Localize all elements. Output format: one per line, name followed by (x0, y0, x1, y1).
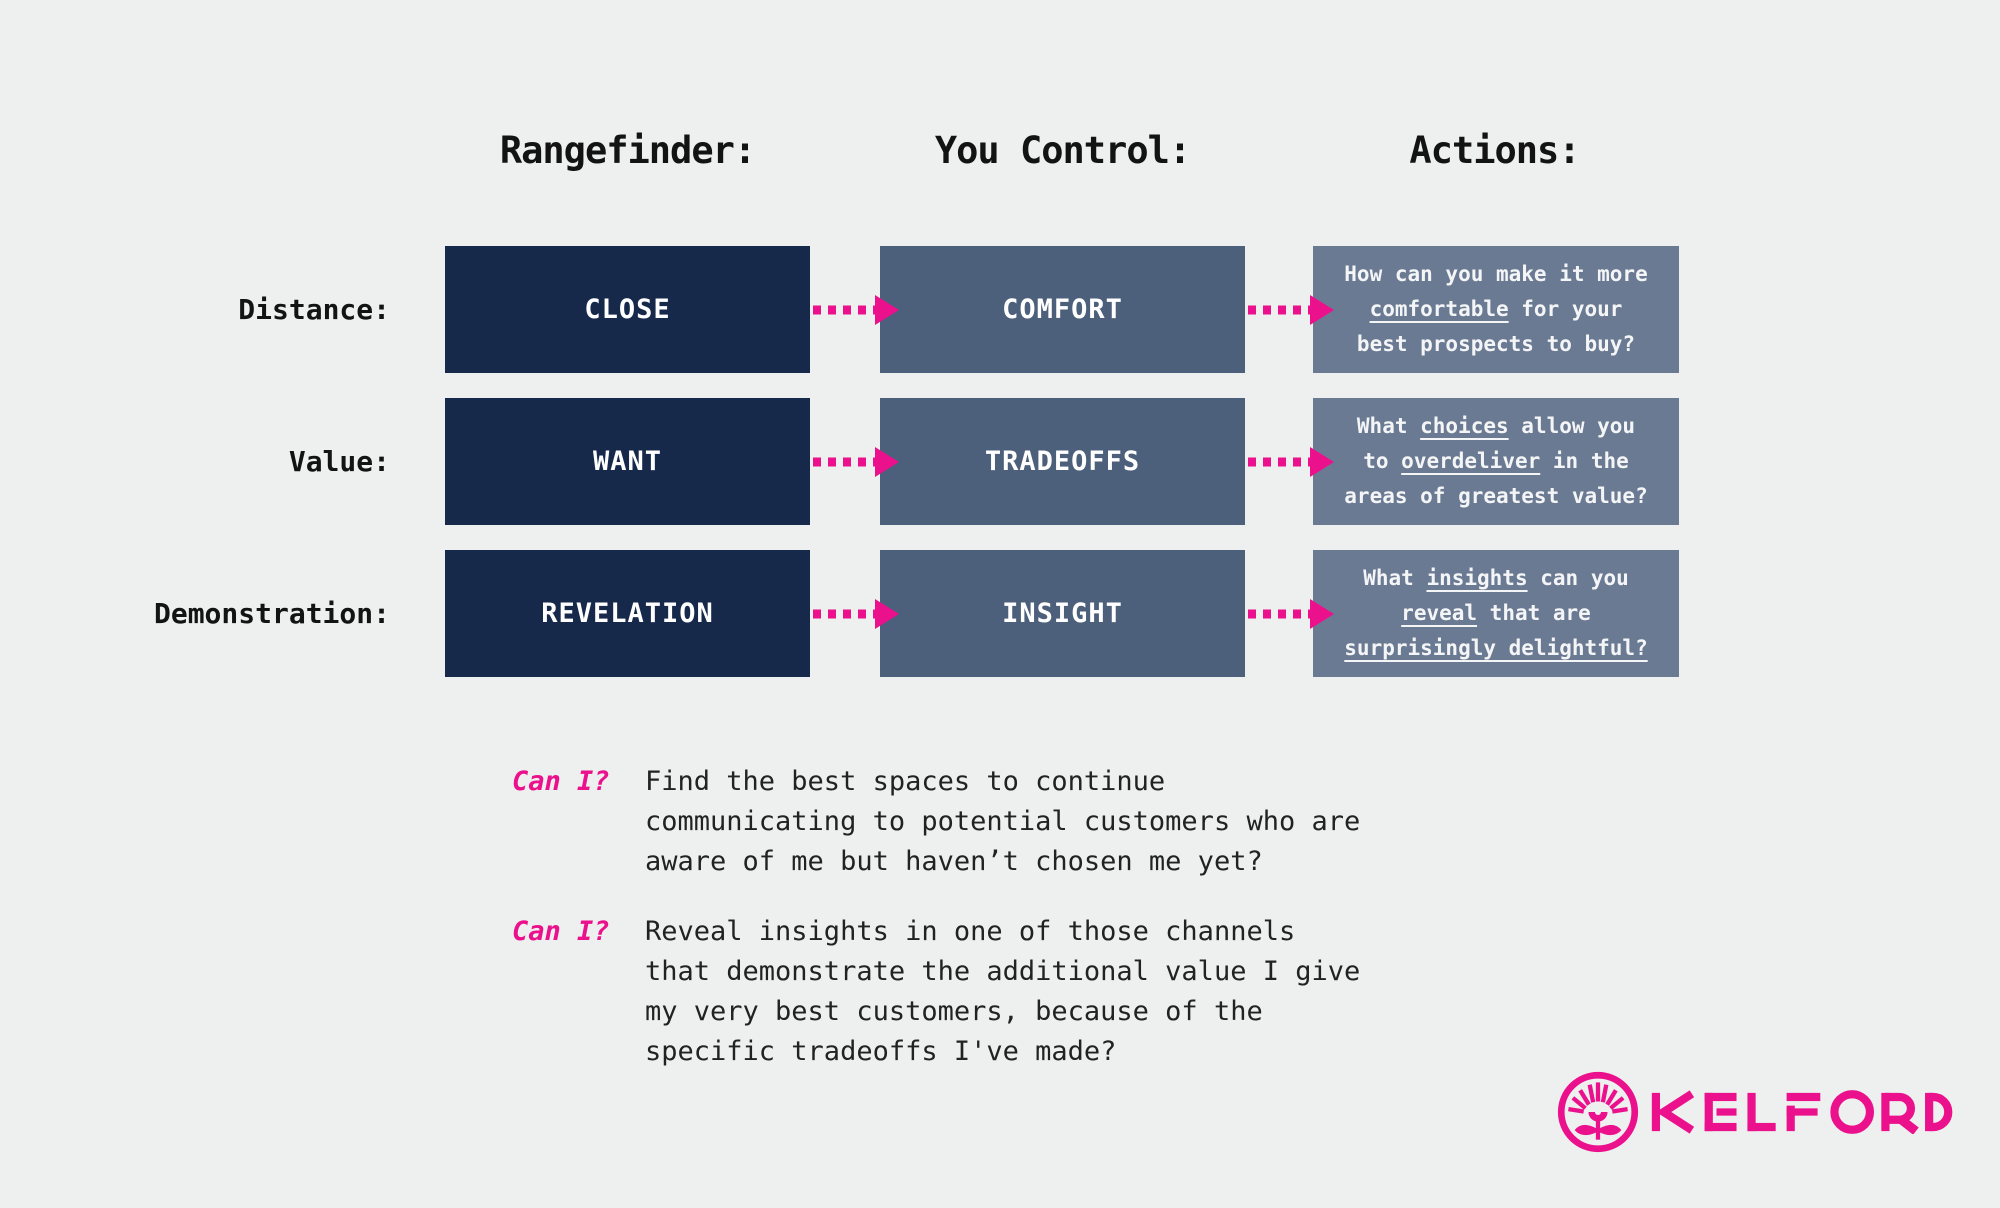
can-i-text-line: my very best customers, because of the (645, 996, 1263, 1027)
arrow-head (875, 599, 899, 629)
row-label-demonstration: Demonstration: (153, 597, 390, 630)
flower-burst-icon (1556, 1070, 1640, 1158)
column-header-actions: Actions: (1409, 129, 1580, 172)
dotted-arrow-icon (811, 447, 899, 477)
action-text-line: surprisingly delightful? (1344, 636, 1648, 660)
you-control-box-comfort: COMFORT (880, 246, 1245, 373)
column-header-rangefinder: Rangefinder: (499, 129, 756, 172)
can-i-text-line: Find the best spaces to continue (645, 766, 1166, 797)
dotted-arrow-icon (811, 295, 899, 325)
box-label: CLOSE (584, 294, 671, 325)
can-i-label: Can I? (512, 766, 610, 797)
action-text-line: best prospects to buy? (1356, 332, 1636, 356)
action-text-line: reveal that are (1401, 601, 1591, 625)
arrow-head (875, 447, 899, 477)
arrow-dots (813, 457, 879, 467)
arrow-dots (813, 305, 879, 315)
box-label: COMFORT (1002, 294, 1123, 325)
arrow-dots (1248, 457, 1314, 467)
column-header-you-control: You Control: (934, 129, 1191, 172)
kelford-wordmark (1650, 1090, 1956, 1138)
arrow-dots (1248, 305, 1314, 315)
can-i-text-line: Reveal insights in one of those channels (645, 916, 1296, 947)
rangefinder-box-close: CLOSE (445, 246, 810, 373)
action-box-comfortable: How can you make it more comfortable for… (1313, 246, 1679, 373)
action-text-line: to overdeliver in the (1363, 449, 1629, 473)
action-text-line: How can you make it more (1344, 262, 1648, 286)
can-i-label: Can I? (512, 916, 610, 947)
arrow-dots (1248, 609, 1314, 619)
can-i-text-line: aware of me but haven’t chosen me yet? (645, 846, 1263, 877)
arrow-head (1310, 447, 1334, 477)
can-i-text-line: specific tradeoffs I've made? (645, 1036, 1117, 1067)
arrow-head (1310, 599, 1334, 629)
arrow-dots (813, 609, 879, 619)
action-text-line: comfortable for your (1369, 297, 1623, 321)
box-label: INSIGHT (1002, 598, 1123, 629)
action-box-overdeliver: What choices allow you to overdeliver in… (1313, 398, 1679, 525)
action-text-line: What choices allow you (1356, 414, 1636, 438)
box-label: REVELATION (541, 598, 714, 629)
action-text-line: areas of greatest value? (1344, 484, 1648, 508)
dotted-arrow-icon (1246, 295, 1334, 325)
arrow-head (1310, 295, 1334, 325)
box-label: TRADEOFFS (984, 446, 1141, 477)
can-i-text-line: that demonstrate the additional value I … (645, 956, 1361, 987)
dotted-arrow-icon (811, 599, 899, 629)
rangefinder-box-revelation: REVELATION (445, 550, 810, 677)
you-control-box-tradeoffs: TRADEOFFS (880, 398, 1245, 525)
dotted-arrow-icon (1246, 447, 1334, 477)
you-control-box-insight: INSIGHT (880, 550, 1245, 677)
rangefinder-box-want: WANT (445, 398, 810, 525)
action-box-insights: What insights can you reveal that are su… (1313, 550, 1679, 677)
row-label-value: Value: (288, 445, 390, 478)
row-label-distance: Distance: (238, 293, 390, 326)
box-label: WANT (592, 446, 663, 477)
arrow-head (875, 295, 899, 325)
dotted-arrow-icon (1246, 599, 1334, 629)
can-i-text-line: communicating to potential customers who… (645, 806, 1361, 837)
action-text-line: What insights can you (1363, 566, 1629, 590)
